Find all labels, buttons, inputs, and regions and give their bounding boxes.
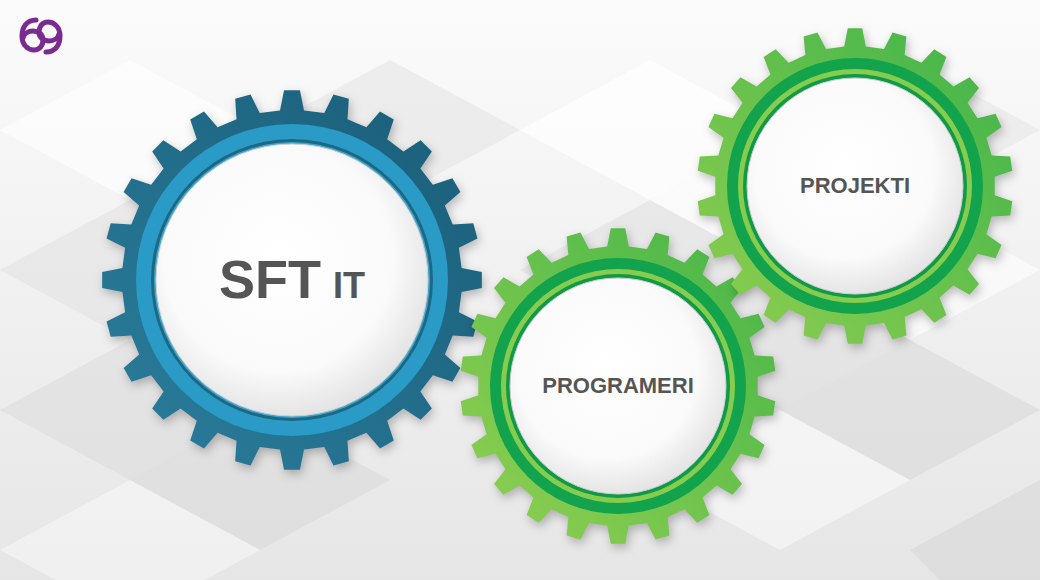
logo-icon <box>22 20 60 52</box>
gear-ring <box>154 142 430 418</box>
gear-node: PROGRAMERI <box>460 228 776 544</box>
gear-center <box>747 78 963 294</box>
gear-teeth <box>461 228 776 544</box>
gear-ring <box>738 69 972 303</box>
gear-center <box>156 144 428 416</box>
gear-label: PROGRAMERI <box>542 374 694 398</box>
gear-node: PROJEKTI <box>697 28 1013 344</box>
gear-teeth <box>698 28 1013 344</box>
gear-label-line: PROGRAMERI <box>542 374 694 398</box>
gear-teeth <box>102 90 482 470</box>
logo-loop <box>39 22 60 52</box>
gear-ring <box>151 139 433 421</box>
gear-ring <box>490 258 746 514</box>
gear-label-area: SFT IT <box>156 144 428 416</box>
gear-ring <box>727 58 983 314</box>
gear-ring <box>506 274 730 498</box>
facet <box>0 480 260 580</box>
gear-center <box>510 278 726 494</box>
gear-node: SFT IT <box>102 90 482 470</box>
gear-label-line: PROJEKTI <box>800 174 910 198</box>
gear-ring <box>501 269 735 503</box>
gear-ring <box>743 74 967 298</box>
gear-label: PROJEKTI <box>800 174 910 198</box>
gear-label: SFT <box>219 250 321 309</box>
facet <box>910 480 1040 580</box>
gear-label-line: SFT IT <box>219 250 365 309</box>
gear-label-area: PROGRAMERI <box>510 278 726 494</box>
gear-ring <box>136 124 448 436</box>
gear-label: IT <box>333 266 365 306</box>
gear-label-area: PROJEKTI <box>747 78 963 294</box>
